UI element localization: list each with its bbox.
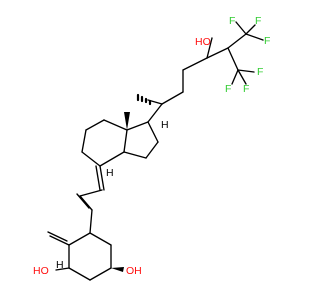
- cd-ring-system: [81, 112, 159, 191]
- hydroxyl-label: HO: [33, 265, 49, 277]
- stereo-h-label: H: [106, 167, 114, 179]
- fluorine-label: F: [257, 66, 263, 78]
- stereo-h-label: H: [56, 259, 64, 271]
- triene-linker: [76, 189, 103, 234]
- fluorine-label: F: [243, 83, 249, 95]
- fluorine-label: F: [255, 15, 261, 27]
- a-ring: [47, 231, 124, 281]
- fluorine-label: F: [264, 35, 270, 47]
- fluorine-label: F: [225, 83, 231, 95]
- hexafluoro-carbinol-group: [206, 21, 264, 85]
- hydroxyl-label: HO: [195, 36, 211, 48]
- stereo-h-label: H: [161, 119, 169, 131]
- molecule-structure-diagram: F F F F F F HO H H: [33, 15, 270, 281]
- fluorine-label: F: [229, 15, 235, 27]
- hydroxyl-label: OH: [126, 265, 142, 277]
- alkyl-side-chain: [136, 57, 208, 123]
